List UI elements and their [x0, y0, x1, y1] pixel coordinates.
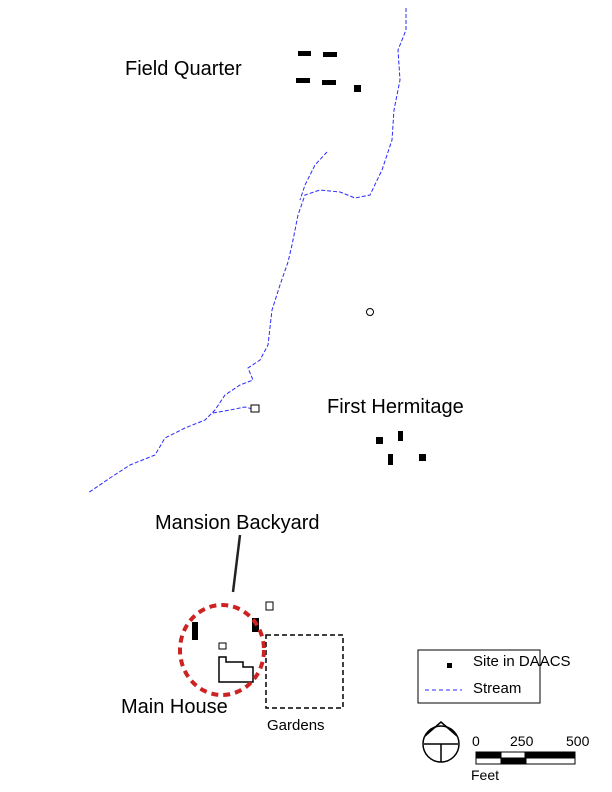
north-arrow [422, 721, 460, 763]
stream-branch [299, 151, 328, 201]
label-main-house: Main House [121, 696, 228, 718]
stream [87, 8, 407, 494]
stream-spur [212, 406, 254, 414]
site-marker [354, 85, 361, 92]
site-marker [376, 437, 383, 444]
site-marker [388, 454, 393, 465]
site-marker [323, 52, 337, 57]
site-marker [296, 78, 310, 83]
scale-unit: Feet [471, 767, 500, 783]
first-hermitage-sites [376, 431, 426, 465]
structure-marker [250, 404, 260, 413]
site-marker [192, 622, 198, 640]
field-quarter-sites [296, 51, 361, 92]
scale-bar [475, 751, 576, 765]
scale-tick-0: 0 [472, 733, 480, 749]
legend-box [417, 649, 541, 704]
label-field-quarter: Field Quarter [125, 58, 242, 80]
site-marker [398, 431, 403, 441]
legend-stream-label: Stream [473, 680, 522, 697]
main-house-outline [218, 656, 254, 683]
scale-tick-250: 250 [510, 733, 534, 749]
mansion-backyard-ring [178, 603, 266, 697]
label-mansion-backyard: Mansion Backyard [155, 512, 320, 534]
legend-site-symbol [447, 663, 452, 668]
point-marker [366, 308, 374, 316]
site-marker [419, 454, 426, 461]
scale-tick-500: 500 [566, 733, 590, 749]
label-first-hermitage: First Hermitage [327, 396, 464, 418]
legend-site-label: Site in DAACS [473, 653, 571, 670]
structure-marker [218, 642, 227, 650]
leader-line [231, 534, 242, 593]
structure-marker [265, 601, 274, 611]
site-marker [322, 80, 336, 85]
gardens-outline [265, 634, 344, 709]
label-gardens: Gardens [267, 717, 325, 734]
site-marker [298, 51, 311, 56]
stream-main [87, 8, 407, 494]
